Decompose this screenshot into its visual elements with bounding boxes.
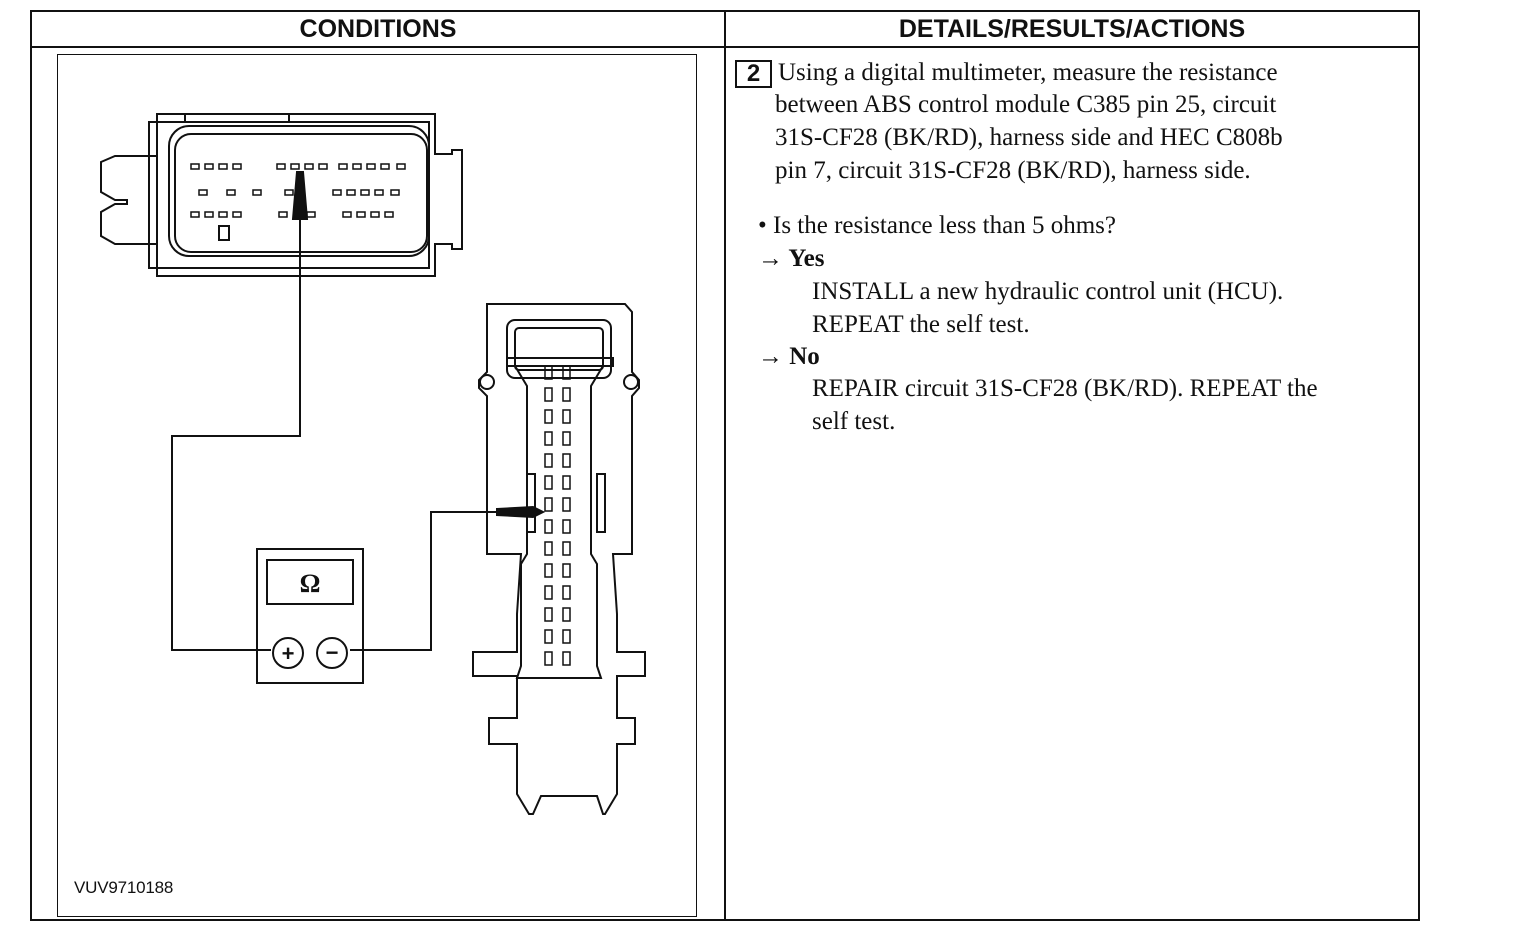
no-action: REPAIR circuit 31S-CF28 (BK/RD). REPEAT … [812,375,1318,402]
no-label: → No [758,343,820,370]
instruction-line: 31S-CF28 (BK/RD), harness side and HEC C… [775,124,1283,151]
header-conditions: CONDITIONS [299,15,457,43]
no-action: self test. [812,408,896,435]
yes-label: → Yes [758,245,825,272]
connector-c808b-icon [472,303,646,815]
yes-action: INSTALL a new hydraulic control unit (HC… [812,278,1284,305]
question-text: • Is the resistance less than 5 ohms? [758,212,1116,239]
instruction-line: between ABS control module C385 pin 25, … [775,91,1277,118]
figure-code: VUV9710188 [74,878,174,897]
instruction-line: Using a digital multimeter, measure the … [778,59,1278,86]
connector-c385-icon [100,113,463,277]
column-divider [724,10,726,921]
figure-frame [57,54,697,917]
step-number: 2 [735,60,772,88]
yes-action: REPEAT the self test. [812,311,1030,338]
minus-terminal: − [326,640,339,665]
header-rule [30,46,1420,48]
test-lead-icon [291,171,309,220]
header-details: DETAILS/RESULTS/ACTIONS [898,15,1246,43]
ohm-symbol: Ω [300,569,321,598]
instruction-line: pin 7, circuit 31S-CF28 (BK/RD), harness… [775,157,1251,184]
plus-terminal: + [282,641,295,666]
multimeter-icon [256,548,364,684]
wiring-diagram: Ω + − [100,113,646,815]
